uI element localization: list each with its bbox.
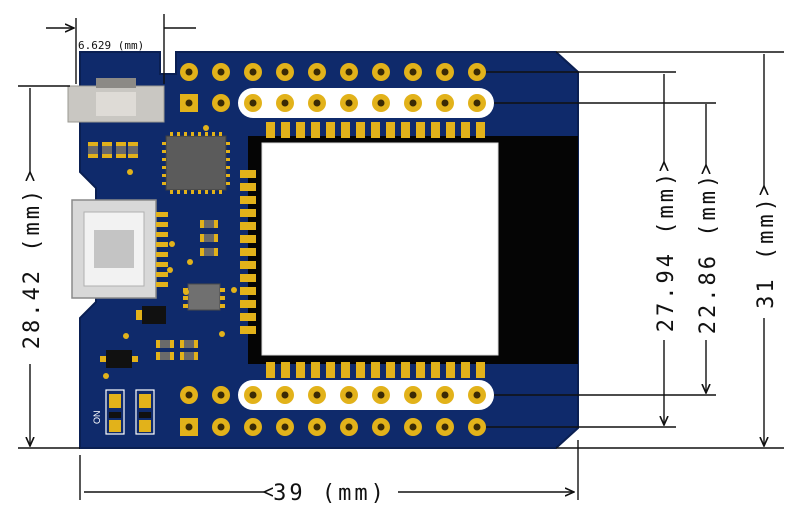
reset-button <box>67 78 165 123</box>
jumper-pads <box>105 389 155 435</box>
antenna-area <box>496 136 578 364</box>
usb-serial-chip <box>162 132 230 194</box>
height-dimension-label: 31 (mm) <box>754 195 779 309</box>
left-height-dimension-label: 28.42 (mm) <box>20 187 45 349</box>
inner-row-dimension-label: 22.86 (mm) <box>696 172 721 334</box>
usb-connector <box>71 199 168 299</box>
module-pads-bottom <box>266 362 485 378</box>
header-pins-row3 <box>180 386 486 404</box>
header-pins-row4 <box>180 418 486 436</box>
smd-components <box>88 125 237 379</box>
header-pins-row1 <box>180 63 486 81</box>
regulator-chip <box>183 283 225 311</box>
header-strip-bottom <box>238 380 494 410</box>
jumper-on-label: ON <box>92 411 102 425</box>
header-pins-row2 <box>180 94 486 112</box>
wifi-module <box>248 136 508 364</box>
header-strip-top <box>238 88 494 118</box>
module-pads-left <box>240 170 256 334</box>
width-dimension-label: 39 (mm) <box>273 481 387 506</box>
button-offset-dimension-label: 6.629 (mm) <box>78 39 144 52</box>
dimension-lines <box>18 14 784 500</box>
pin-row-dimension-label: 27.94 (mm) <box>654 170 679 332</box>
module-pads-top <box>266 122 485 138</box>
